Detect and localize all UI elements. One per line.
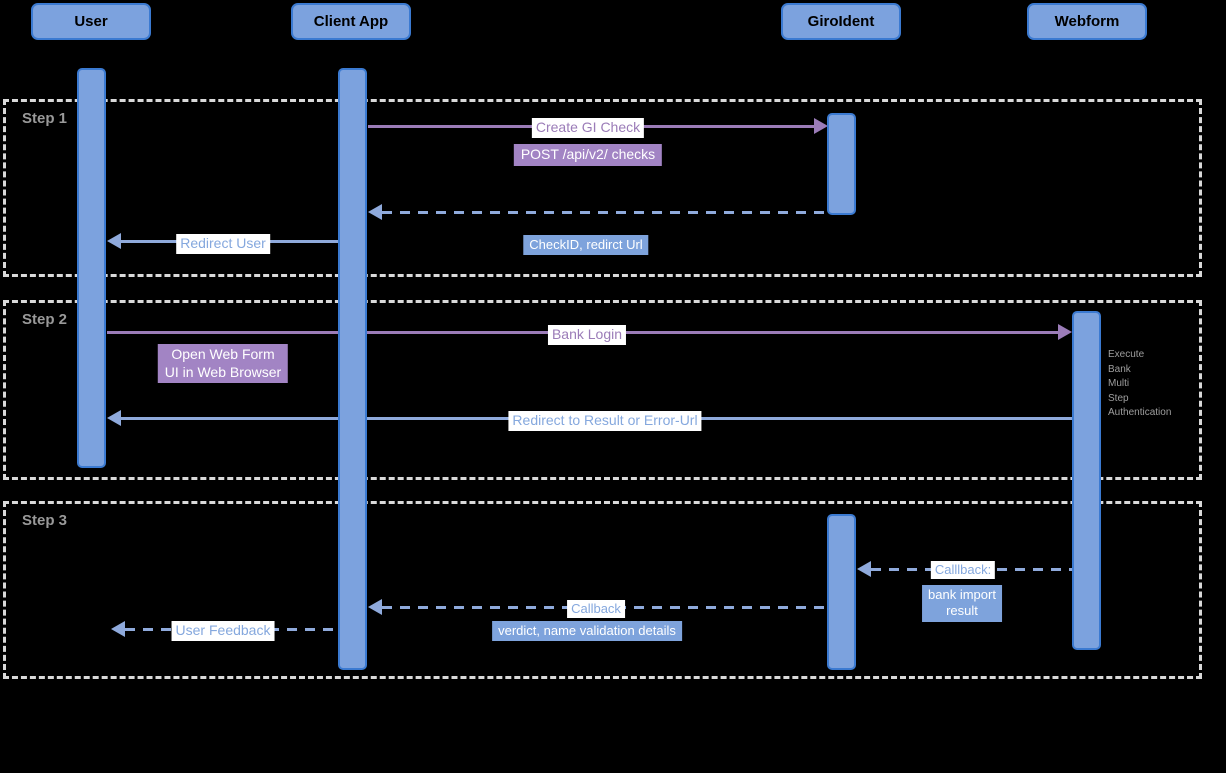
label-redirect-user: Redirect User xyxy=(176,234,270,254)
label-verdict-details: verdict, name validation details xyxy=(492,621,682,642)
step1-frame: Step 1 xyxy=(3,99,1202,277)
arrow-checkid-return xyxy=(368,204,827,220)
step1-label: Step 1 xyxy=(22,110,68,127)
label-bank-import-result: bank import result xyxy=(922,585,1002,622)
actor-box-webform: Webform xyxy=(1027,3,1147,40)
lifeline-bar-webform xyxy=(1072,311,1101,650)
label-checkid-redirect: CheckID, redirct Url xyxy=(523,235,649,256)
label-redirect-result: Redirect to Result or Error-Url xyxy=(508,411,702,431)
lifeline-bar-giroident-step1 xyxy=(827,113,856,215)
label-callback-webform: Calllback: xyxy=(930,561,996,580)
actor-box-client-app: Client App xyxy=(291,3,411,40)
step3-frame: Step 3 xyxy=(3,501,1202,679)
actor-box-giroident: GiroIdent xyxy=(781,3,901,40)
lifeline-bar-user xyxy=(77,68,106,468)
step2-label: Step 2 xyxy=(22,311,68,328)
actor-box-user: User xyxy=(31,3,151,40)
note-execute-bank-auth: Execute Bank Multi Step Authentication xyxy=(1108,349,1172,418)
step3-label: Step 3 xyxy=(22,512,68,529)
label-bank-login: Bank Login xyxy=(547,325,627,345)
step2-frame: Step 2 xyxy=(3,300,1202,480)
lifeline-bar-giroident-step3 xyxy=(827,514,856,670)
label-post-api: POST /api/v2/ checks xyxy=(513,144,663,166)
label-create-gi-check: Create GI Check xyxy=(531,118,645,138)
label-callback-giroident: Callback xyxy=(567,600,625,619)
lifeline-bar-client-app xyxy=(338,68,367,670)
label-open-web-form: Open Web Form UI in Web Browser xyxy=(157,344,289,383)
label-user-feedback: User Feedback xyxy=(171,621,275,641)
